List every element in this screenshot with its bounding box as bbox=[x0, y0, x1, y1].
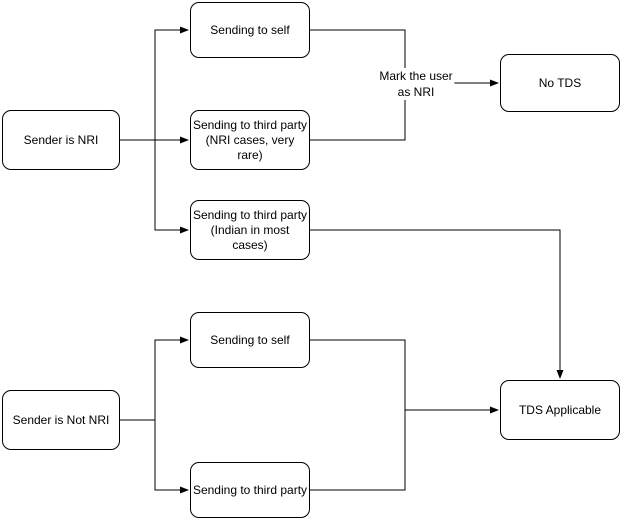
node-sending-to-self-not-nri: Sending to self bbox=[190, 312, 310, 368]
arrowhead bbox=[180, 136, 189, 144]
node-label: Sender is Not NRI bbox=[12, 412, 110, 427]
edge-self-nri-to-junction bbox=[310, 29, 406, 83]
edge-sender-nri-to-self bbox=[154, 29, 188, 140]
node-label: Sending to third party (NRI cases, very … bbox=[192, 117, 308, 162]
node-label: No TDS bbox=[538, 75, 582, 90]
arrowhead bbox=[490, 79, 499, 87]
edge-third-party-indian-to-tds-applicable bbox=[310, 229, 561, 377]
edge-sender-not-nri-to-self bbox=[154, 339, 188, 420]
edge-sender-not-nri-to-third-party bbox=[154, 420, 188, 491]
arrowhead bbox=[180, 26, 189, 34]
arrowhead bbox=[180, 226, 189, 234]
node-sending-to-third-party-not-nri: Sending to third party bbox=[190, 462, 310, 518]
node-sending-to-third-party-indian: Sending to third party (Indian in most c… bbox=[190, 200, 310, 260]
node-no-tds: No TDS bbox=[500, 54, 620, 112]
edge-label-mark-user-as-nri: Mark the user as NRI bbox=[377, 68, 455, 100]
edge-self-not-nri-to-junction bbox=[310, 339, 406, 410]
arrowhead bbox=[556, 370, 564, 379]
node-sending-to-third-party-nri: Sending to third party (NRI cases, very … bbox=[190, 110, 310, 170]
edge-third-party-not-nri-to-junction bbox=[310, 410, 406, 491]
node-tds-applicable: TDS Applicable bbox=[500, 380, 620, 440]
arrowhead bbox=[490, 406, 499, 414]
node-label: Sending to self bbox=[210, 22, 290, 37]
node-label: Sender is NRI bbox=[23, 132, 99, 147]
node-sending-to-self-nri: Sending to self bbox=[190, 2, 310, 58]
node-label: Sending to third party (Indian in most c… bbox=[192, 207, 308, 252]
node-sender-is-nri: Sender is NRI bbox=[2, 110, 120, 170]
node-label: TDS Applicable bbox=[518, 402, 602, 417]
arrowhead bbox=[180, 486, 189, 494]
edge-third-party-nri-to-junction bbox=[310, 83, 406, 141]
node-label: Sending to third party bbox=[192, 482, 308, 497]
node-label: Sending to self bbox=[210, 332, 290, 347]
node-sender-is-not-nri: Sender is Not NRI bbox=[2, 390, 120, 450]
arrowhead bbox=[180, 336, 189, 344]
edge-sender-nri-to-third-party-indian bbox=[154, 140, 188, 231]
